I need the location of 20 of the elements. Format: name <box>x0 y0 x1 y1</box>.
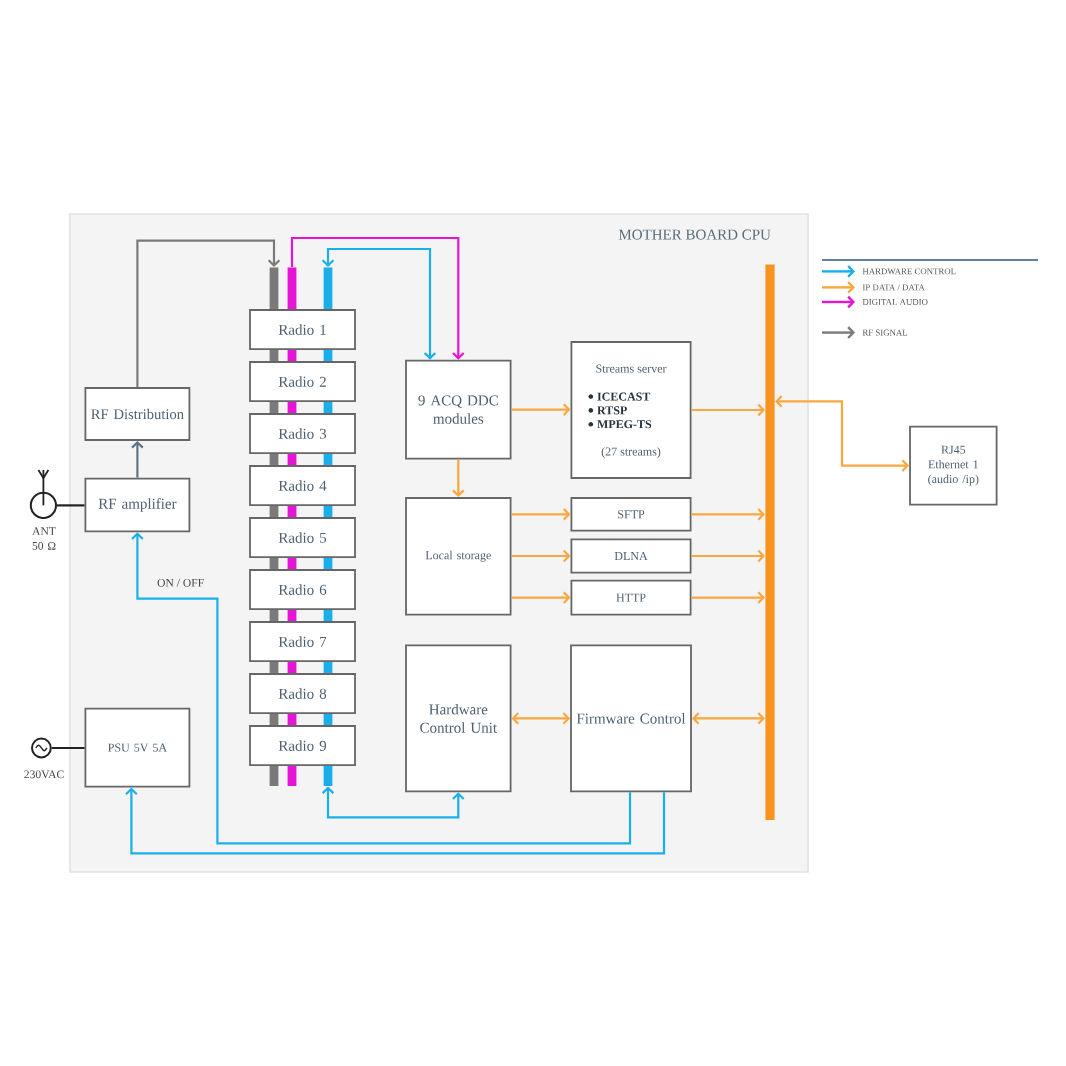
bus-bar <box>765 264 775 820</box>
arrow <box>775 395 910 472</box>
arrow <box>691 549 765 563</box>
arrow <box>321 786 465 819</box>
arrow <box>511 508 571 521</box>
arrow <box>691 508 765 521</box>
arrow <box>511 712 571 725</box>
arrow <box>691 591 765 604</box>
arrow <box>452 459 465 498</box>
arrow <box>290 236 465 360</box>
arrow <box>321 247 437 360</box>
arrow <box>511 591 571 604</box>
arrow <box>125 787 666 855</box>
arrow <box>691 712 765 725</box>
arrow <box>691 403 765 417</box>
arrow <box>136 239 281 388</box>
arrow <box>131 532 632 845</box>
arrow <box>131 440 144 478</box>
arrow <box>511 549 571 563</box>
arrow <box>511 403 571 416</box>
